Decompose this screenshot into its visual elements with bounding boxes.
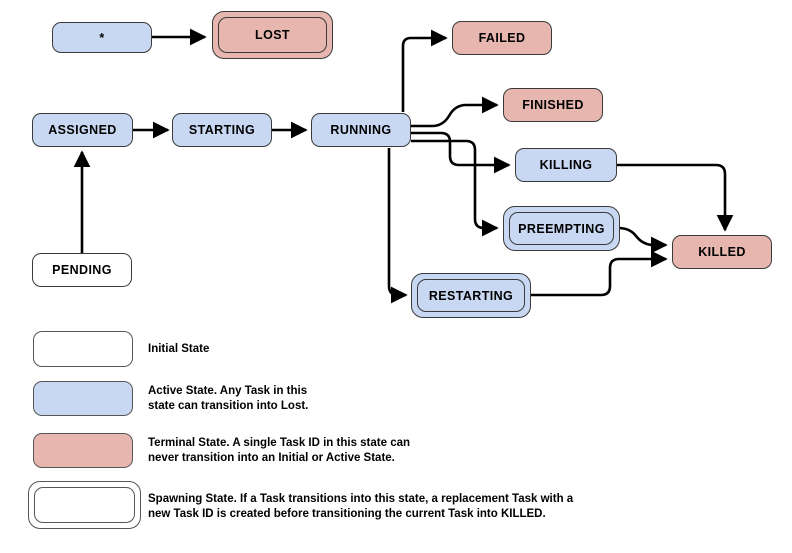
- state-node-failed[interactable]: FAILED: [452, 21, 552, 55]
- edge-preempting-to-killed: [617, 226, 668, 254]
- state-node-killed[interactable]: KILLED: [672, 235, 772, 269]
- legend-label-terminal: Terminal State. A single Task ID in this…: [148, 437, 411, 464]
- edge-restarting-to-killed: [530, 250, 668, 297]
- legend-label-active: Active State. Any Task in this state can…: [148, 385, 309, 412]
- state-node-starting[interactable]: STARTING: [172, 113, 272, 147]
- legend-swatch-terminal: [33, 433, 133, 468]
- legend-label-initial: Initial State: [148, 343, 210, 355]
- state-node-restarting[interactable]: RESTARTING: [417, 279, 525, 312]
- legend-swatch-active: [33, 381, 133, 416]
- state-node-assigned[interactable]: ASSIGNED: [32, 113, 133, 147]
- edge-running-to-restarting: [387, 148, 408, 304]
- legend-swatch-spawning: [34, 487, 135, 523]
- state-node-finished[interactable]: FINISHED: [503, 88, 603, 122]
- state-node-lost-outer: LOST: [212, 11, 333, 59]
- edge-running-to-finished: [411, 96, 499, 128]
- state-node-preempting-outer: PREEMPTING: [503, 206, 620, 251]
- edge-running-to-killing: [411, 131, 511, 174]
- state-node-restarting-outer: RESTARTING: [411, 273, 531, 318]
- state-node-preempting[interactable]: PREEMPTING: [509, 212, 614, 245]
- state-node-any[interactable]: *: [52, 22, 152, 53]
- state-node-lost[interactable]: LOST: [218, 17, 327, 53]
- legend-swatch-initial: [33, 331, 133, 367]
- state-node-running[interactable]: RUNNING: [311, 113, 411, 147]
- edge-killing-to-killed: [617, 163, 734, 232]
- legend-label-spawning: Spawning State. If a Task transitions in…: [148, 493, 574, 520]
- edge-running-to-preempting: [411, 139, 499, 237]
- legend-swatch-spawning-outer: [28, 481, 141, 529]
- edge-running-to-failed: [401, 29, 448, 112]
- state-node-pending[interactable]: PENDING: [32, 253, 132, 287]
- state-node-killing[interactable]: KILLING: [515, 148, 617, 182]
